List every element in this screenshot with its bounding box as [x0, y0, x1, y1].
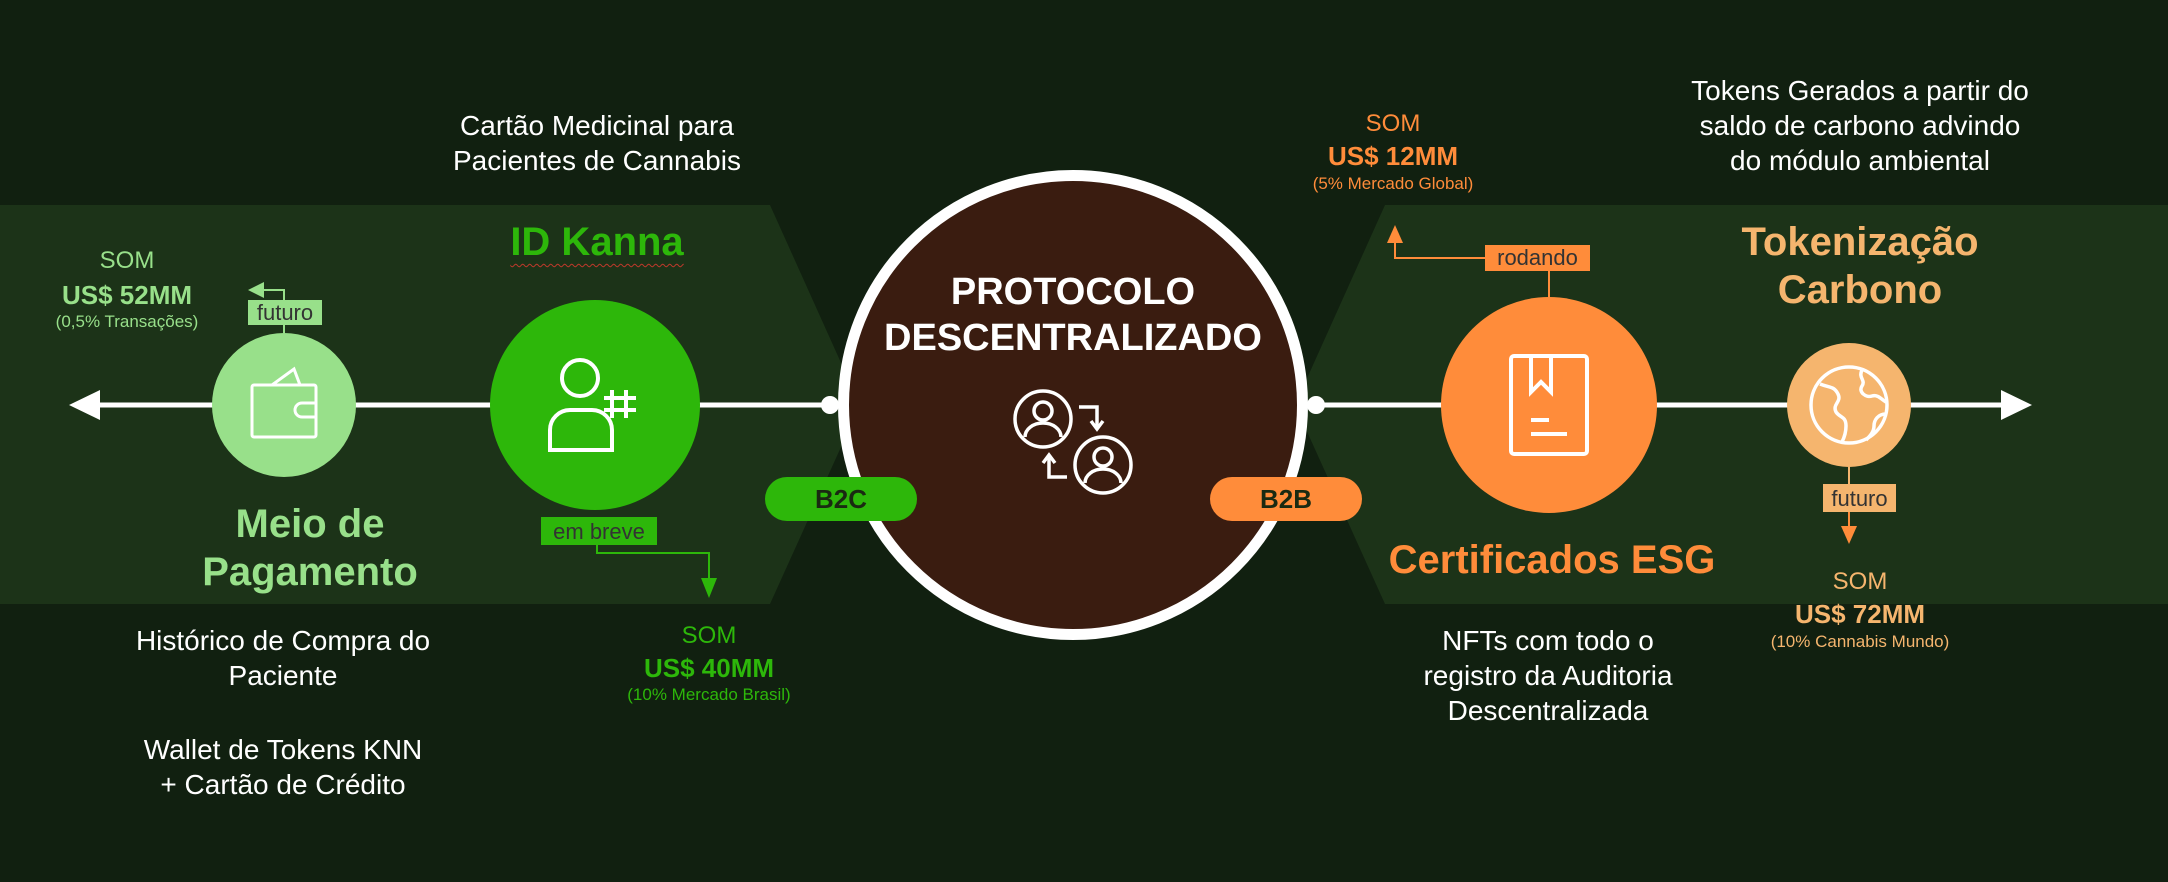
protocol-title-line1: PROTOCOLO — [950, 270, 1196, 313]
idkanna-status-tag: em breve — [541, 517, 657, 545]
esg-som-label: SOM — [1365, 110, 1421, 137]
carbon-som-note: (10% Cannabis Mundo) — [1770, 632, 1950, 651]
payment-title-line2: Pagamento — [202, 550, 418, 594]
carbon-desc-line1: Tokens Gerados a partir do — [1691, 75, 2029, 106]
carbon-title-line1: Tokenização — [1741, 220, 1979, 264]
carbon-circle — [1787, 343, 1911, 467]
esg-status-tag: rodando — [1485, 245, 1590, 271]
globe-icon — [1809, 365, 1889, 445]
idkanna-circle — [490, 300, 700, 510]
arrow-left-icon — [69, 390, 100, 420]
payment-status-tag: futuro — [248, 300, 322, 325]
esg-desc-line1: NFTs com todo o — [1442, 625, 1654, 656]
carbon-desc-line2: saldo de carbono advindo — [1699, 110, 2021, 141]
carbon-title-line2: Carbono — [1777, 268, 1943, 312]
payment-desc2: Wallet de Tokens KNN + Cartão de Crédito — [144, 732, 423, 802]
carbon-desc-line3: do módulo ambiental — [1730, 145, 1990, 176]
payment-desc1-line1: Histórico de Compra do — [135, 625, 431, 656]
idkanna-title: ID Kanna — [510, 220, 684, 264]
payment-desc1-line2: Paciente — [228, 660, 338, 691]
payment-desc1: Histórico de Compra do Paciente — [136, 623, 430, 693]
payment-circle — [212, 333, 356, 477]
idkanna-som-value: US$ 40MM — [643, 653, 775, 683]
idkanna-desc-line1: Cartão Medicinal para — [460, 110, 734, 141]
esg-som-value: US$ 12MM — [1327, 141, 1459, 171]
payment-title-line1: Meio de — [235, 502, 385, 546]
payment-desc2-line1: Wallet de Tokens KNN — [143, 734, 423, 765]
esg-desc-line3: Descentralizada — [1447, 695, 1649, 726]
protocol-title-line2: DESCENTRALIZADO — [884, 317, 1262, 359]
esg-desc-line2: registro da Auditoria — [1423, 660, 1673, 691]
certificate-icon — [1509, 354, 1589, 456]
payment-som-value: US$ 52MM — [61, 280, 193, 310]
carbon-som-label: SOM — [1832, 568, 1888, 595]
payment-som-note: (0,5% Transações) — [55, 312, 199, 331]
users-exchange-icon — [1013, 389, 1133, 496]
b2c-badge: B2C — [765, 477, 917, 521]
idkanna-som-label: SOM — [681, 622, 737, 649]
arrow-right-icon — [2001, 390, 2032, 420]
esg-circle — [1441, 297, 1657, 513]
wallet-icon — [250, 366, 318, 439]
b2b-badge: B2B — [1210, 477, 1362, 521]
idkanna-desc-line2: Pacientes de Cannabis — [453, 145, 741, 176]
carbon-desc: Tokens Gerados a partir do saldo de carbo… — [1691, 73, 2029, 178]
payment-som-label: SOM — [99, 247, 155, 274]
user-id-icon — [548, 358, 636, 452]
carbon-som-value: US$ 72MM — [1794, 599, 1926, 629]
esg-som-note: (5% Mercado Global) — [1312, 174, 1474, 193]
idkanna-som-note: (10% Mercado Brasil) — [627, 685, 791, 704]
carbon-status-tag: futuro — [1823, 484, 1896, 512]
esg-title: Certificados ESG — [1388, 538, 1716, 582]
payment-desc2-line2: + Cartão de Crédito — [160, 769, 406, 800]
